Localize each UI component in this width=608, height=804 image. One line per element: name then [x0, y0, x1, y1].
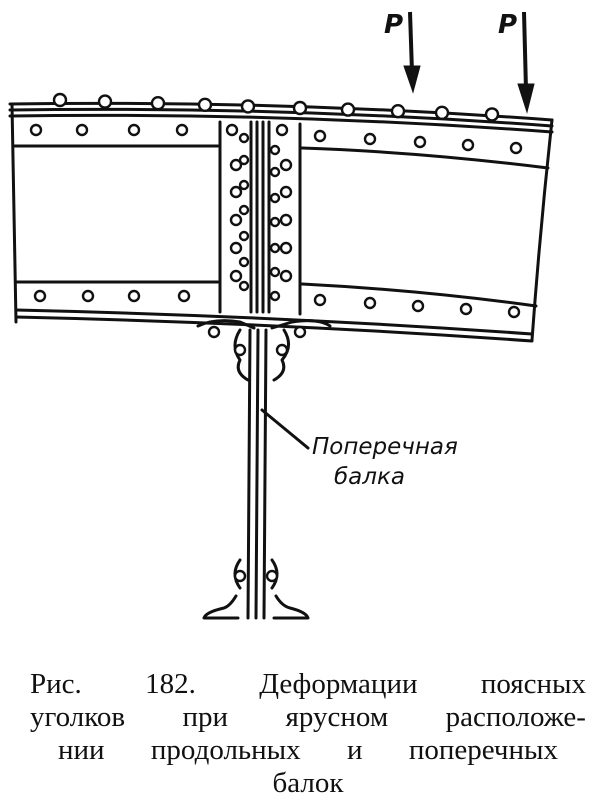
caption-word: 182.: [145, 668, 196, 700]
rivet: [229, 158, 243, 172]
rivet: [33, 289, 47, 303]
girder-edges: [10, 102, 554, 342]
rivet: [97, 94, 113, 109]
rivet: [233, 343, 247, 357]
beam-deformation-diagram: [8, 11, 554, 620]
rivet: [233, 569, 247, 583]
rivet: [238, 230, 250, 242]
rivet: [269, 290, 281, 302]
upper-chord-angles: [12, 144, 550, 170]
caption-word: при: [182, 701, 229, 733]
stiffener-angles: [218, 120, 302, 316]
rivet: [507, 305, 521, 319]
caption-word: ярусном: [285, 701, 389, 733]
rivet: [238, 256, 250, 268]
rivet: [275, 343, 289, 357]
rivet: [150, 95, 166, 111]
rivet: [279, 269, 293, 283]
caption-word: Деформации: [259, 668, 418, 700]
rivet: [229, 185, 243, 199]
rivets: [29, 92, 523, 583]
lower-chord-angles: [14, 280, 538, 308]
rivet: [292, 100, 308, 116]
rivet: [52, 92, 68, 108]
rivet: [293, 325, 307, 339]
rivet: [313, 129, 327, 143]
caption-word: уголков: [30, 701, 126, 733]
rivet: [411, 299, 425, 313]
transverse-beam-callout: Поперечная балка: [312, 432, 458, 492]
rivet: [434, 105, 450, 121]
rivet: [279, 241, 293, 255]
rivet: [265, 569, 279, 583]
rivet: [238, 204, 250, 216]
load-label-right: P: [498, 10, 518, 40]
rivet: [197, 97, 213, 113]
rivet: [269, 242, 281, 254]
rivet: [484, 107, 500, 122]
rivet: [509, 141, 523, 155]
rivet: [269, 166, 281, 178]
rivet: [207, 325, 221, 339]
transverse-beam-web: [246, 328, 268, 620]
callout-line-1: Поперечная: [312, 434, 458, 460]
rivet: [240, 99, 256, 114]
rivet: [269, 266, 281, 278]
rivet: [229, 269, 243, 283]
rivet: [269, 216, 281, 228]
rivet: [177, 289, 191, 303]
caption-word: продольных: [150, 734, 301, 766]
rivet: [127, 289, 141, 303]
caption-line-4: балок: [272, 767, 344, 799]
caption-line-3: нии продольных и поперечных: [30, 734, 586, 767]
rivet: [81, 289, 95, 303]
rivet: [29, 123, 43, 137]
caption-word: Рис.: [30, 668, 82, 700]
rivet: [279, 185, 293, 199]
rivet: [390, 103, 406, 119]
rivet: [413, 135, 427, 149]
rivet: [275, 123, 289, 137]
rivet: [461, 138, 475, 152]
rivet: [459, 302, 473, 316]
rivet: [225, 123, 239, 137]
caption-line-2: уголков при ярусном расположе-: [30, 701, 586, 734]
caption-word: расположе-: [445, 701, 586, 733]
caption-line-1: Рис. 182. Деформации поясных: [30, 668, 586, 701]
rivet: [229, 241, 243, 255]
caption-word: поперечных: [408, 734, 558, 766]
rivet: [269, 192, 281, 204]
rivet: [279, 158, 293, 172]
rivet: [127, 123, 141, 137]
rivet: [269, 144, 281, 156]
callout-line-2: балка: [334, 464, 405, 490]
rivet: [238, 179, 250, 191]
rivet: [238, 132, 250, 144]
load-label-left: P: [384, 10, 404, 40]
transverse-beam-top-angles: [196, 319, 332, 382]
rivet: [175, 123, 189, 137]
rivet: [229, 213, 243, 227]
upper-flange-plates: [8, 101, 554, 134]
rivet: [363, 296, 377, 310]
rivet: [363, 132, 377, 146]
callout-leader-line: [260, 408, 310, 450]
caption-word: поясных: [480, 668, 586, 700]
caption-word: и: [346, 734, 363, 766]
rivet: [75, 123, 89, 137]
rivet: [279, 213, 293, 227]
rivet: [340, 102, 356, 117]
lower-flange-plates: [14, 308, 534, 343]
rivet: [238, 154, 250, 166]
rivet: [238, 280, 250, 292]
load-arrows: [403, 11, 535, 114]
rivet: [313, 293, 327, 307]
caption-word: нии: [58, 734, 105, 766]
figure-caption: Рис. 182. Деформации поясных уголков при…: [30, 668, 586, 800]
